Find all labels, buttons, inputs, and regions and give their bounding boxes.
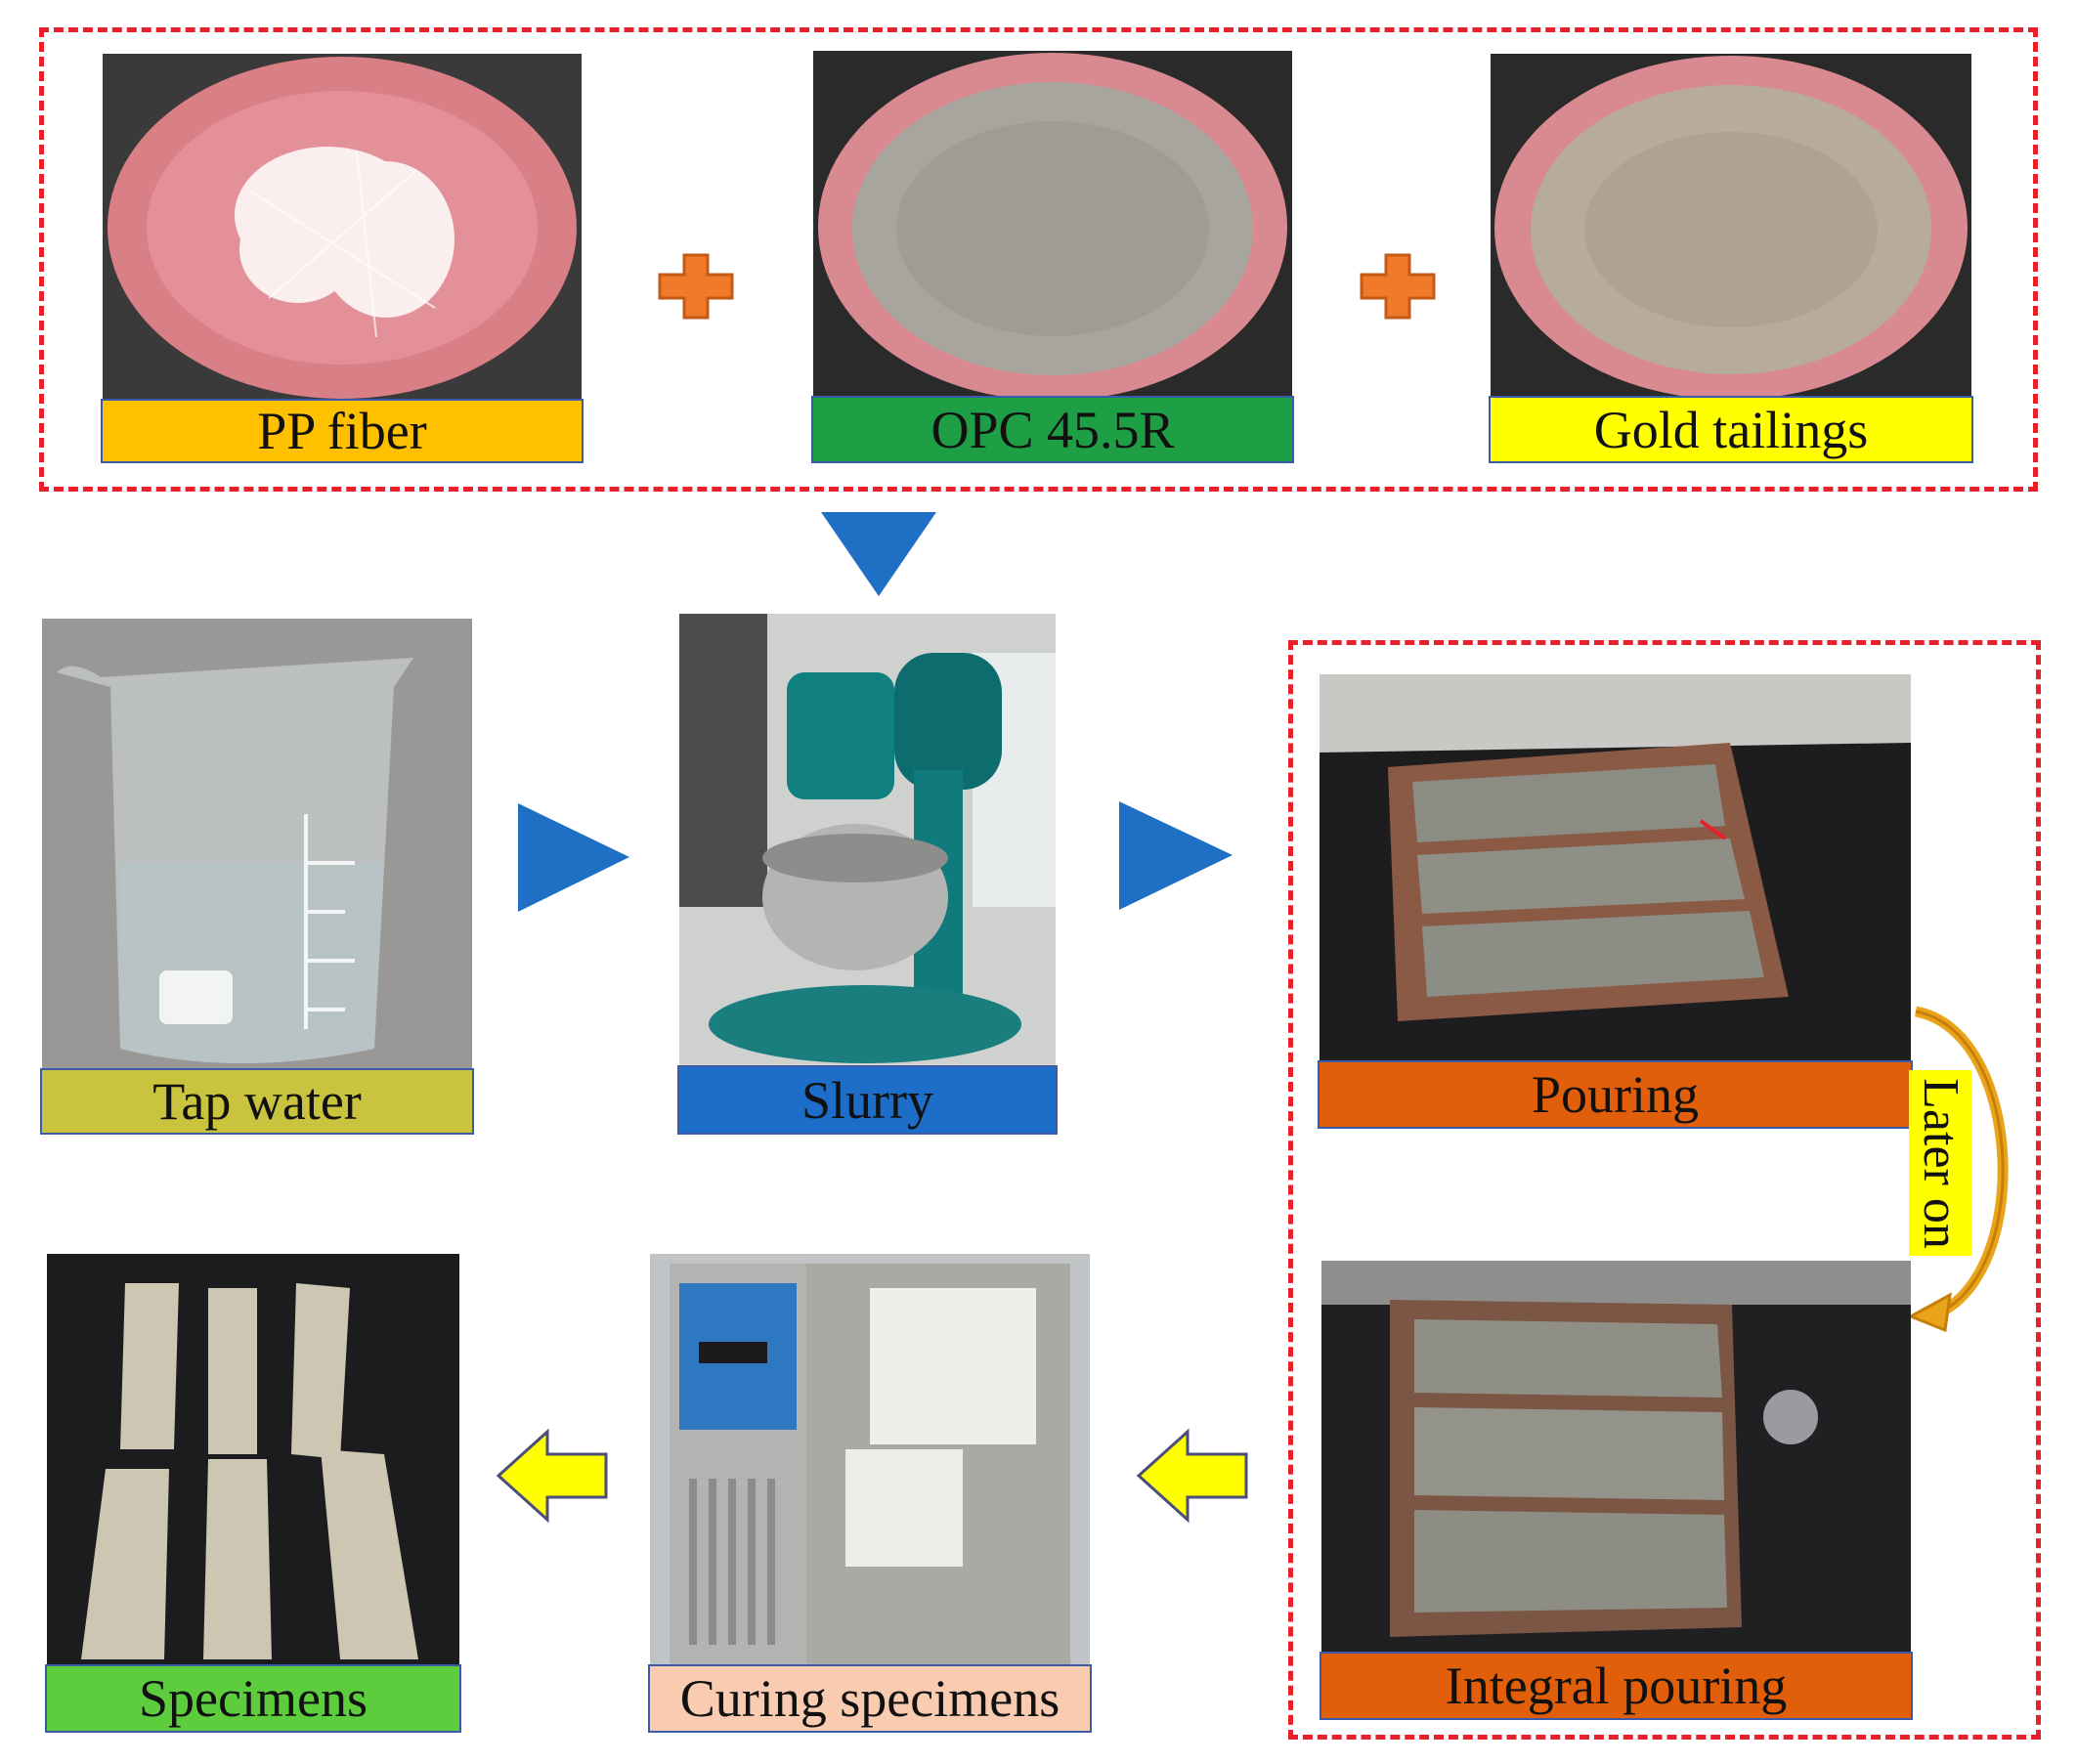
specimens-label: Specimens [45,1664,461,1733]
opc-photo [813,51,1292,398]
integral-pouring-label-text: Integral pouring [1445,1656,1788,1715]
specimens-photo [47,1254,459,1664]
pouring-group [1288,640,2041,1740]
integral-pouring-label: Integral pouring [1320,1652,1913,1720]
curing-label-text: Curing specimens [679,1669,1060,1728]
pouring-label-text: Pouring [1531,1065,1700,1124]
gold-tailings-label-text: Gold tailings [1593,400,1869,459]
slurry-photo [679,614,1056,1068]
curing-photo [650,1254,1090,1664]
arrow-down-icon [819,510,938,598]
curved-arrow-icon [1906,1002,2018,1334]
arrow-left-icon [1134,1427,1251,1525]
tap-water-label-text: Tap water [152,1072,362,1131]
tap-water-photo [42,619,472,1068]
slurry-label-text: Slurry [801,1070,933,1130]
materials-group [39,27,2038,492]
arrow-right-icon [516,801,631,914]
arrow-left-icon [494,1427,611,1525]
plus-icon [657,252,735,321]
later-on-label: Later on [1909,1070,1971,1256]
arrow-right-icon [1117,799,1234,912]
plus-icon [1359,252,1437,321]
pp-fiber-label: PP fiber [101,399,584,463]
pp-fiber-label-text: PP fiber [257,402,427,460]
pouring-label: Pouring [1318,1060,1913,1129]
opc-label-text: OPC 45.5R [930,400,1175,459]
tap-water-label: Tap water [40,1068,474,1135]
pp-fiber-photo [103,54,582,401]
later-on-label-text: Later on [1912,1077,1969,1249]
pouring-photo [1320,674,1911,1060]
curing-label: Curing specimens [648,1664,1092,1733]
specimens-label-text: Specimens [139,1669,368,1728]
gold-tailings-label: Gold tailings [1489,396,1973,463]
gold-tailings-photo [1491,54,1971,398]
slurry-label: Slurry [677,1065,1058,1135]
opc-label: OPC 45.5R [811,396,1294,463]
integral-pouring-photo [1321,1261,1911,1652]
